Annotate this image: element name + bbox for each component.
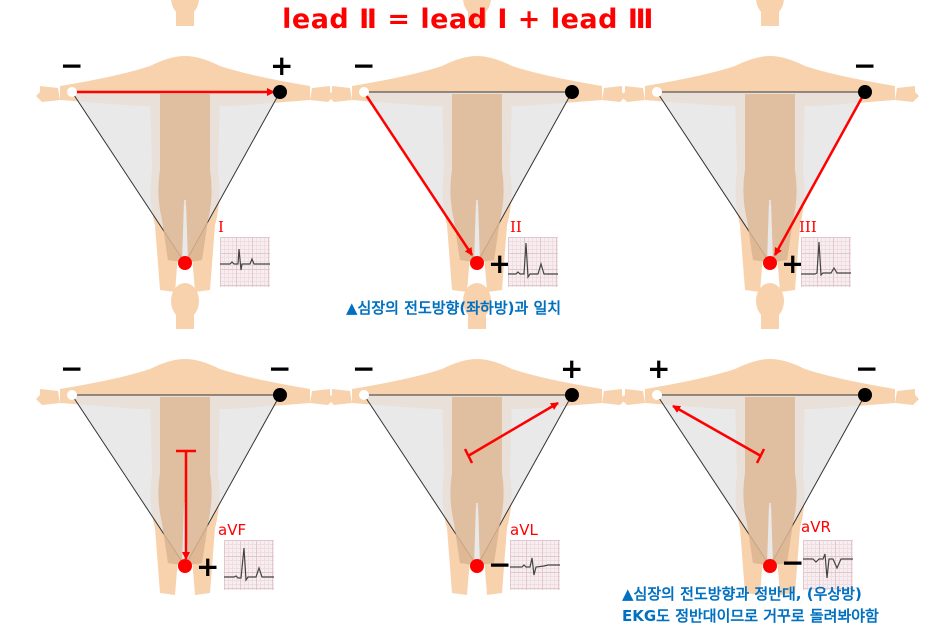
electrode-left-arm	[565, 388, 579, 402]
body-figure	[328, 283, 626, 595]
minus-sign-right-arm: −	[60, 352, 84, 385]
lead-label: aVL	[510, 521, 538, 539]
vector-arrow	[672, 404, 762, 458]
plus-sign-foot: +	[781, 247, 805, 280]
ekg-strip-lead-aVL	[510, 540, 560, 590]
caption-avr-opposite-direction: ▲심장의 전도방향과 정반대, (우상방)	[622, 585, 862, 603]
lead-label: aVR	[801, 518, 831, 536]
minus-sign-left-arm: −	[855, 352, 879, 385]
minus-sign-right-arm: −	[60, 49, 84, 82]
electrode-foot	[178, 559, 192, 573]
caption-conduction-direction: ▲심장의 전도방향(좌하방)과 일치	[346, 299, 562, 317]
electrode-foot	[763, 256, 777, 270]
minus-sign-left-arm: −	[853, 49, 877, 82]
caption-avr-ekg-inverted: EKG도 정반대이므로 거꾸로 돌려봐야함	[622, 607, 879, 625]
vector-arrow	[773, 91, 867, 256]
plus-sign-right-arm: +	[647, 352, 671, 385]
lead-label: II	[510, 218, 522, 236]
electrode-left-arm	[858, 388, 872, 402]
plus-sign-left-arm: +	[560, 352, 584, 385]
body-figure	[621, 283, 919, 595]
panel-lead-aVF: − − + aVF	[0, 283, 334, 603]
plus-sign-foot: +	[196, 550, 220, 583]
ekg-strip-lead-I	[220, 237, 270, 287]
ekg-strip-lead-II	[508, 237, 558, 287]
vector-arrow	[467, 401, 559, 458]
panel-lead-aVL: − + − aVL	[292, 283, 626, 603]
electrode-foot	[178, 256, 192, 270]
electrode-left-arm	[565, 85, 579, 99]
body-figure	[36, 283, 334, 595]
plus-sign-left-arm: +	[270, 49, 294, 82]
lead-label: I	[218, 218, 224, 236]
electrode-left-arm	[273, 388, 287, 402]
ekg-strip-lead-aVF	[224, 540, 274, 590]
plus-sign-foot: +	[488, 247, 512, 280]
electrode-foot	[470, 256, 484, 270]
lead-label: III	[799, 218, 817, 236]
ekg-strip-lead-aVR	[803, 540, 853, 590]
electrode-left-arm	[858, 85, 872, 99]
minus-sign-right-arm: −	[352, 49, 376, 82]
electrode-left-arm	[273, 85, 287, 99]
ekg-strip-lead-III	[801, 237, 851, 287]
panel-lead-I: − + I	[0, 0, 334, 300]
panel-lead-II: − + II	[292, 0, 626, 300]
body-figure	[36, 0, 334, 292]
vector-arrow	[362, 91, 474, 256]
panel-lead-aVR: + − − aVR	[585, 283, 919, 603]
panel-lead-III: − + III	[585, 0, 919, 300]
minus-sign-foot: −	[781, 546, 805, 579]
body-figure	[328, 0, 626, 292]
minus-sign-foot: −	[488, 548, 512, 581]
body-figure	[621, 0, 919, 292]
electrode-foot	[470, 559, 484, 573]
page-title: lead Ⅱ = lead Ⅰ + lead Ⅲ	[282, 4, 654, 35]
minus-sign-right-arm: −	[352, 352, 376, 385]
electrode-foot	[763, 559, 777, 573]
minus-sign-left-arm: −	[268, 352, 292, 385]
lead-label: aVF	[218, 521, 247, 539]
